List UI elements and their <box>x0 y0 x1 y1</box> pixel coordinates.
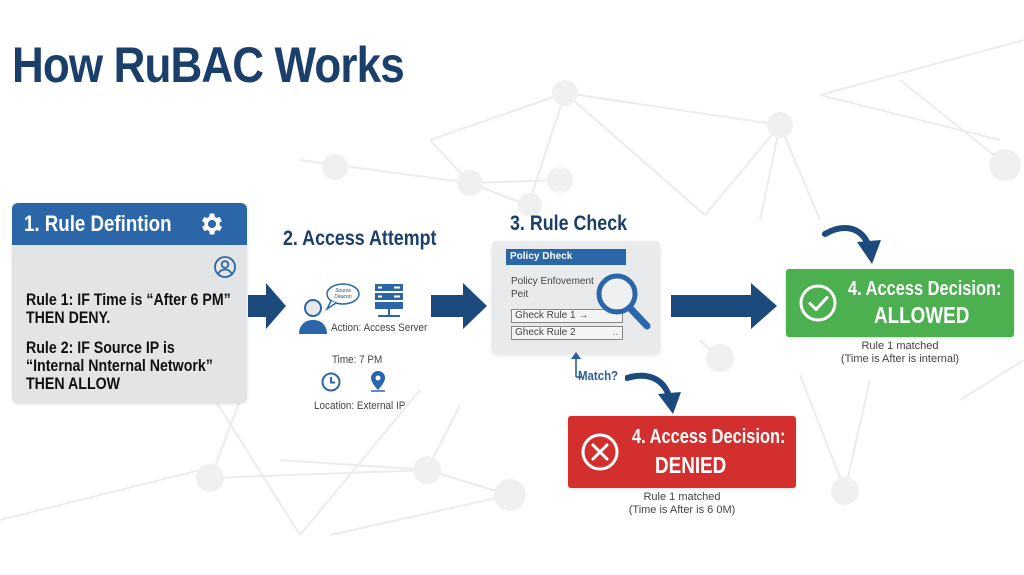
svg-text:Source: Source <box>335 288 351 294</box>
allowed-note-line2: (Time is After is internal) <box>840 353 960 365</box>
speech-bubble-icon: Source Deacon <box>325 283 360 311</box>
allowed-title: 4. Access Decision: <box>848 278 1002 300</box>
access-location: Location: External IP <box>314 400 406 412</box>
flow-arrow-2 <box>431 283 487 329</box>
requester-user-icon <box>299 299 327 334</box>
check-rule-1: Gheck Rule 1 → <box>511 309 623 323</box>
allowed-status: ALLOWED <box>874 302 970 328</box>
denied-title: 4. Access Decision: <box>632 426 786 448</box>
rule-1-action: THEN DENY. <box>26 309 111 327</box>
user-icon <box>214 256 236 278</box>
access-decision-allowed: 4. Access Decision: ALLOWED <box>786 269 1014 337</box>
allowed-note: Rule 1 matched (Time is After is interna… <box>820 340 980 366</box>
match-label: Match? <box>578 368 619 383</box>
allowed-note-line1: Rule 1 matched <box>861 340 939 352</box>
server-icon <box>375 284 403 317</box>
rule-2-condition: Rule 2: IF Source IP is <box>26 339 175 357</box>
check-rule-2-label: Gheck Rule 2 <box>515 327 576 338</box>
rule-1-condition: Rule 1: IF Time is “After 6 PM” <box>26 291 231 309</box>
location-pin-icon <box>371 371 385 392</box>
match-connector <box>571 352 582 378</box>
policy-enforcement-point-label: Policy Enfovement Peit <box>511 276 594 300</box>
x-circle-icon <box>581 433 619 471</box>
denied-note-line1: Rule 1 matched <box>643 491 721 503</box>
rule-2-condition-value: “Internal Nnternal Network” <box>26 357 213 375</box>
denied-note: Rule 1 matched (Time is After is 6 0M) <box>602 491 762 517</box>
rule-definition-title: 1. Rule Defintion <box>24 211 172 236</box>
curved-arrow-to-allowed <box>822 225 881 264</box>
rule-2-action: THEN ALLOW <box>26 375 121 393</box>
check-rule-2-ellipsis: .. <box>612 327 618 338</box>
denied-note-line2: (Time is After is 6 0M) <box>628 504 736 516</box>
access-action: Action: Access Server <box>331 322 428 334</box>
rule-check-title: 3. Rule Check <box>510 212 628 235</box>
check-circle-icon <box>799 284 837 322</box>
curved-arrow-to-denied <box>625 372 681 414</box>
page-title: How RuBAC Works <box>12 37 405 93</box>
magnifier-icon <box>596 273 651 330</box>
policy-check-header: Policy Dheck <box>506 249 626 265</box>
access-time: Time: 7 PM <box>332 354 383 366</box>
svg-text:Deacon: Deacon <box>334 294 351 300</box>
access-attempt-title: 2. Access Attempt <box>283 227 437 250</box>
gear-icon <box>201 213 223 235</box>
check-rule-2: Gheck Rule 2 .. <box>511 326 623 340</box>
rule-check-panel: Policy Dheck Policy Enfovement Peit Ghec… <box>492 241 660 353</box>
denied-status: DENIED <box>655 452 727 478</box>
access-decision-denied: 4. Access Decision: DENIED <box>568 416 796 488</box>
flow-arrow-3 <box>671 283 777 329</box>
rule-definition-card: 1. Rule Defintion Rule 1: IF Time is “Af… <box>12 203 247 403</box>
rule-2: Rule 2: IF Source IP is “Internal Nntern… <box>26 339 213 393</box>
flow-arrow-1 <box>248 283 286 329</box>
rule-1: Rule 1: IF Time is “After 6 PM” THEN DEN… <box>26 291 231 327</box>
clock-icon <box>321 372 341 392</box>
